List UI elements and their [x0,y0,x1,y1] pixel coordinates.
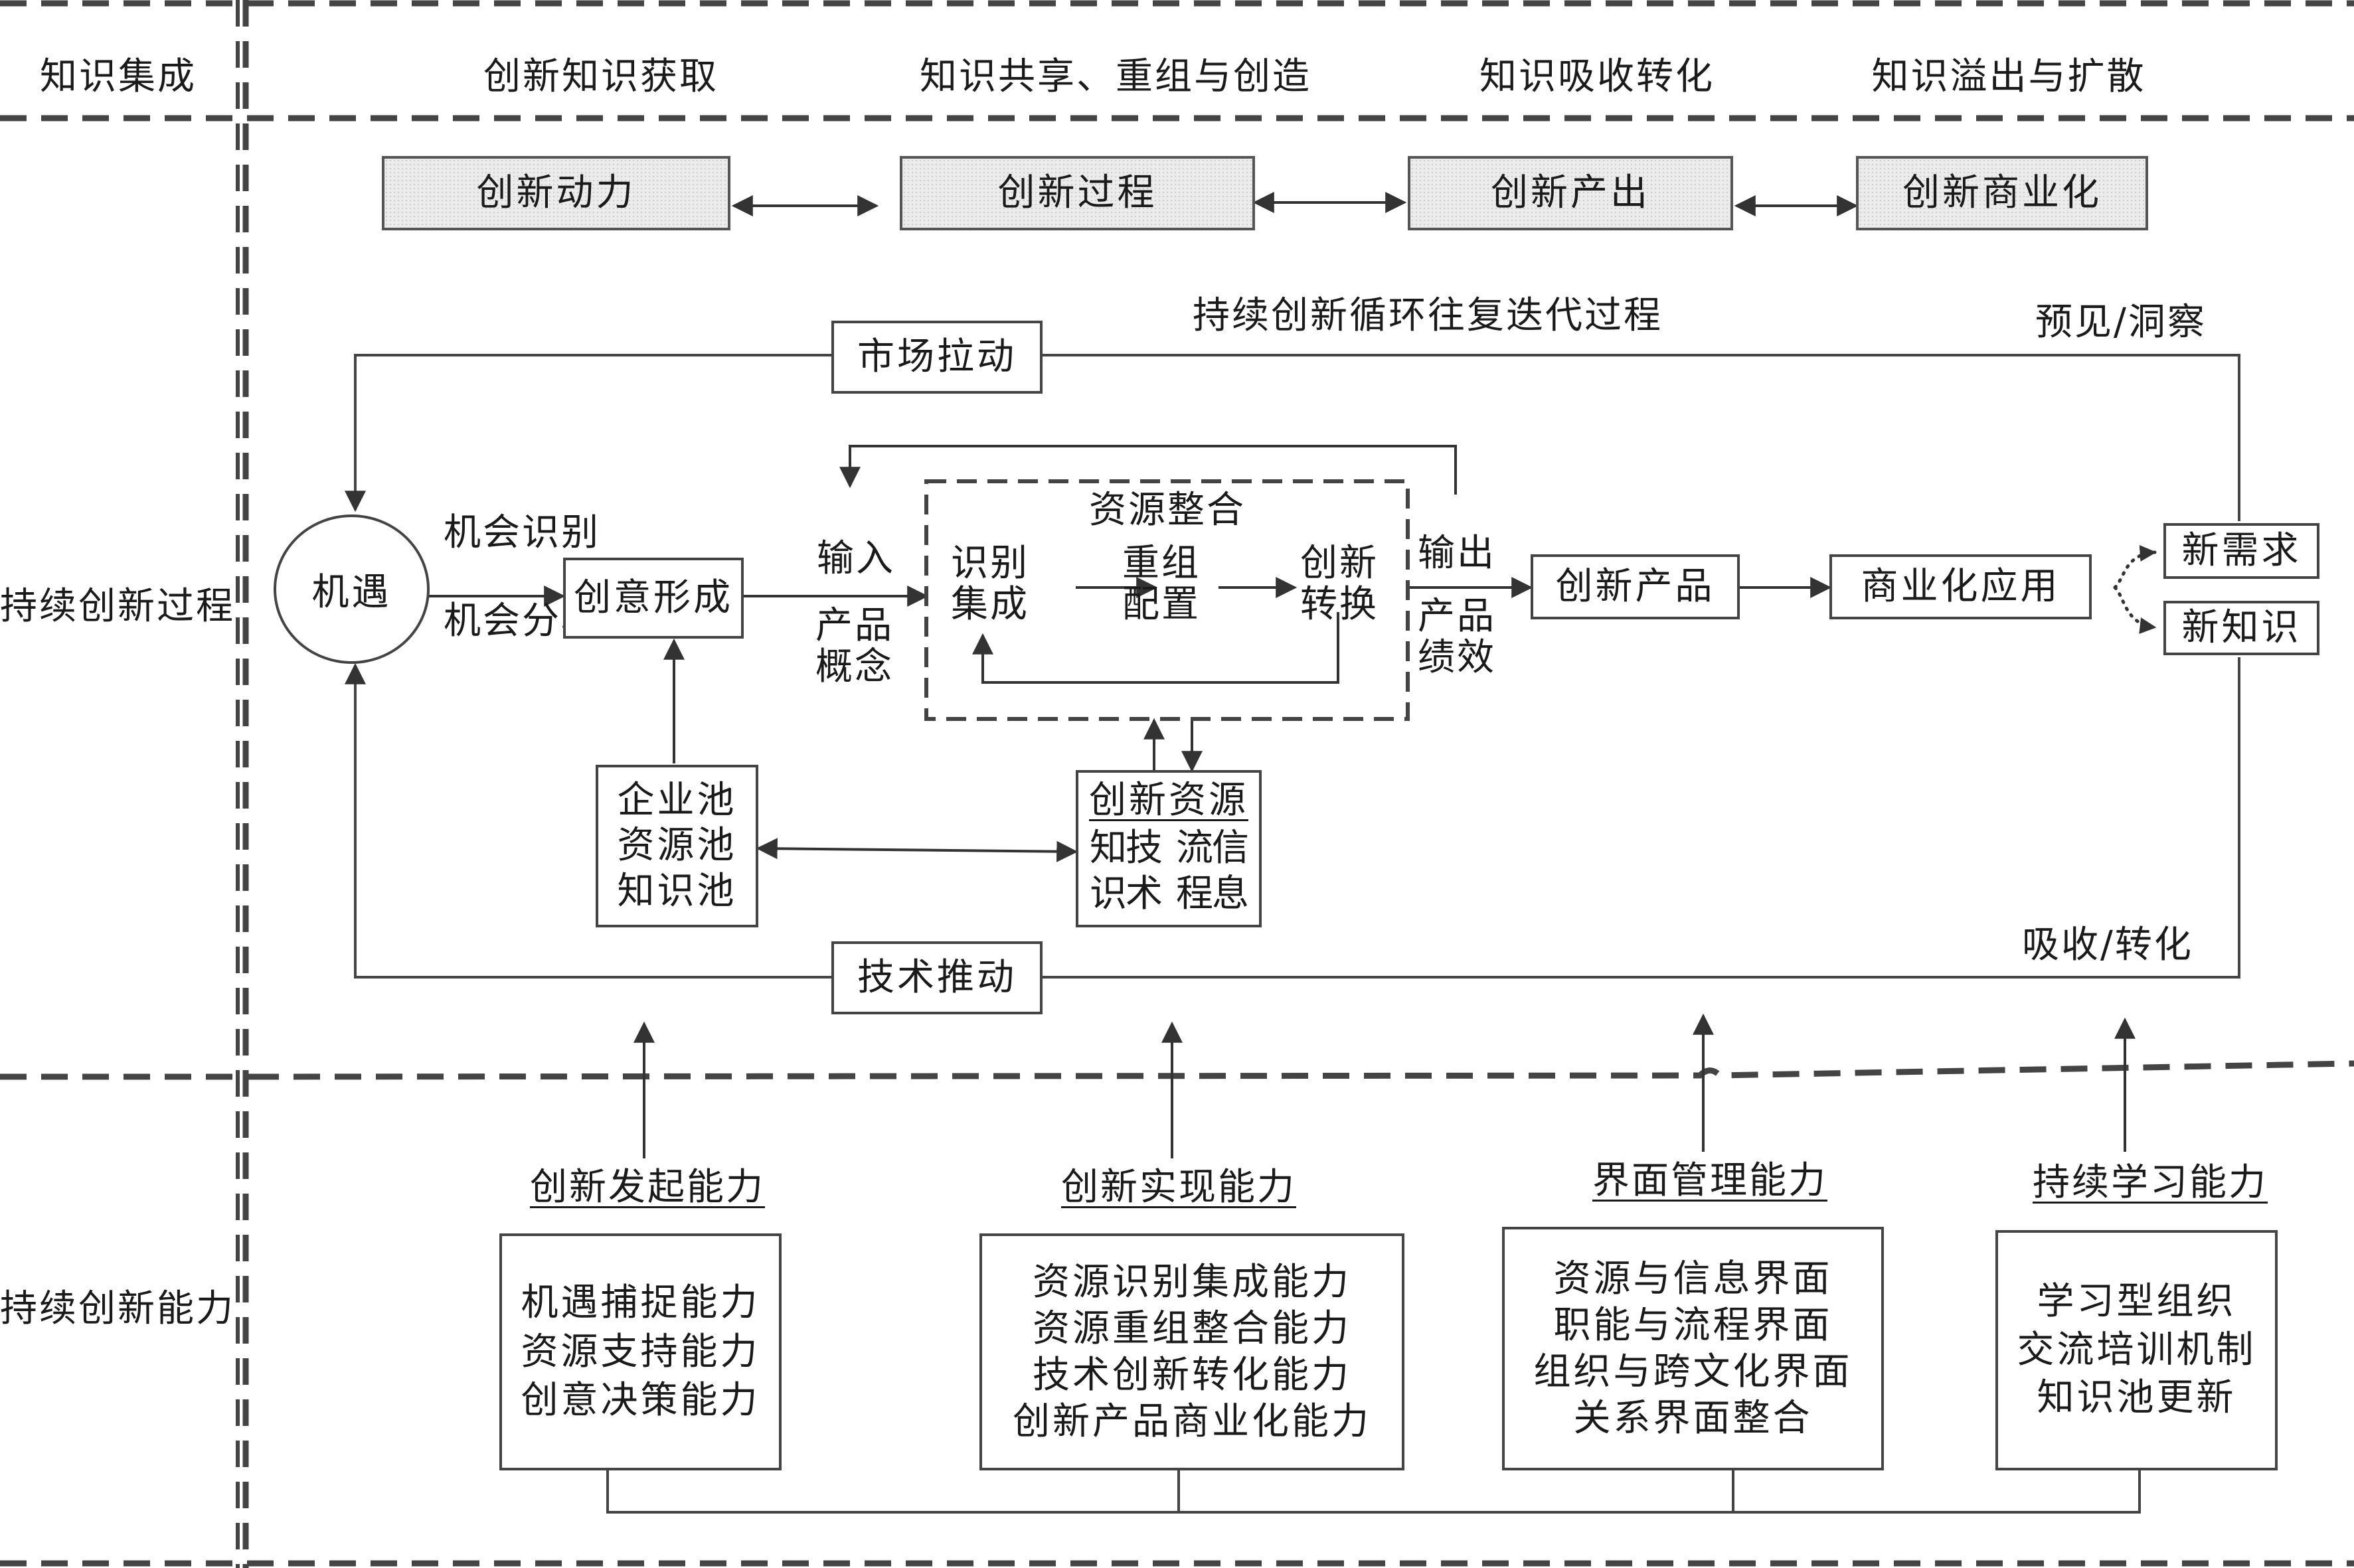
innovation-resources-box: 创新资源 知识 技术 流程 信息 [1076,770,1262,927]
innovation-product-box: 创新产品 [1531,554,1740,619]
tech-push-loop [1043,657,2240,979]
resources-grid: 知识 技术 流程 信息 [1090,826,1252,915]
innovation-commercialization-box: 创新商业化 [1856,156,2148,230]
process-row-label: 持续创新过程 [0,585,235,628]
innovation-convert-label: 创新转换 [1300,542,1379,626]
ability-box-realize: 资源识别集成能力 资源重组整合能力 技术创新转化能力 创新产品商业化能力 [979,1233,1404,1470]
market-pull-box: 市场拉动 [831,321,1043,394]
ability-title-realize: 创新实现能力 [1061,1166,1296,1209]
product-performance-label: 产品绩效 [1418,595,1496,679]
cycle-title: 持续创新循环往复迭代过程 [1193,294,1663,337]
market-pull-loop [1043,354,2240,521]
new-knowledge-box: 新知识 [2163,601,2319,655]
ability-title-initiate: 创新发起能力 [530,1166,765,1209]
ability-box-learning: 学习型组织 交流培训机制 知识池更新 [1995,1230,2278,1470]
knowledge-integration-label: 知识集成 [40,55,197,98]
innovation-motive-box: 创新动力 [382,156,730,230]
absorb-label: 吸收/转化 [2022,923,2193,967]
resource-integration-title: 资源整合 [1089,489,1246,532]
opportunity-circle: 机遇 [274,514,430,664]
resource-integration-frame [924,479,1410,721]
pools-box: 企业池 资源池 知识池 [596,765,758,927]
stage-label-absorb: 知识吸收转化 [1479,55,1715,98]
resource-pool: 资源池 [617,824,737,868]
ability-box-initiate: 机遇捕捉能力 资源支持能力 创意决策能力 [499,1233,782,1470]
ability-box-interface: 资源与信息界面 职能与流程界面 组织与跨文化界面 关系界面整合 [1502,1227,1884,1470]
ability-divider [252,1060,2354,1080]
new-demand-box: 新需求 [2163,523,2319,579]
tech-push-box: 技术推动 [831,941,1043,1014]
idea-formation-box: 创意形成 [563,558,744,639]
ability-title-learning: 持续学习能力 [2033,1161,2268,1204]
innovation-process-box: 创新过程 [900,156,1255,230]
knowledge-pool: 知识池 [617,869,737,913]
opportunity-identify-label: 机会识别 [444,511,600,554]
innovation-resources-title: 创新资源 [1089,779,1248,822]
reconfigure-label: 重组配置 [1122,542,1201,626]
opportunity-analyze-label: 机会分析 [444,599,600,643]
stage-label-share: 知识共享、重组与创造 [920,55,1311,98]
ability-title-interface: 界面管理能力 [1592,1159,1827,1202]
foresight-label: 预见/洞察 [2035,301,2207,344]
product-concept-label: 产品概念 [815,604,894,688]
innovation-output-box: 创新产出 [1408,156,1733,230]
stage-label-acquire: 创新知识获取 [483,55,718,98]
enterprise-pool: 企业池 [617,779,737,823]
stage-label-spillover: 知识溢出与扩散 [1871,55,2146,98]
input-label: 输入 [817,537,895,580]
ability-row-label: 持续创新能力 [0,1287,235,1330]
commercialization-box: 商业化应用 [1829,554,2092,619]
output-label: 输出 [1418,532,1496,575]
identify-integrate-label: 识别集成 [951,542,1029,626]
